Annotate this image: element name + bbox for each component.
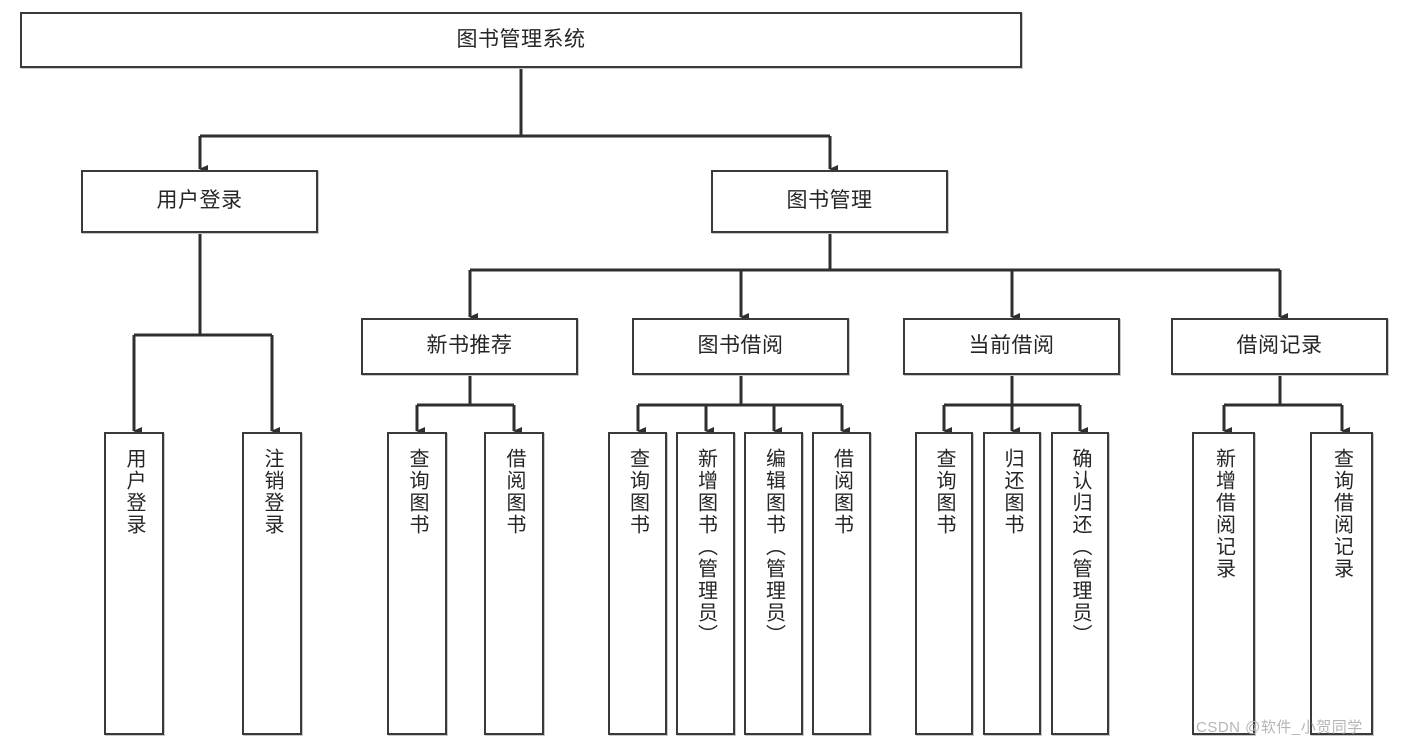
node-label-leaf-user-logout: 注销登录 xyxy=(261,448,283,536)
node-leaf-return-book[interactable]: 归还图书 xyxy=(983,432,1041,735)
node-label-borrow-record: 借阅记录 xyxy=(1236,334,1323,358)
node-current-borrow[interactable]: 当前借阅 xyxy=(903,318,1120,375)
node-label-leaf-add-book: 新增图书（管理员） xyxy=(694,448,717,646)
node-label-leaf-query-book-3: 查询图书 xyxy=(933,448,955,536)
node-label-leaf-borrow-book-1: 借阅图书 xyxy=(503,448,525,536)
node-leaf-query-book-2[interactable]: 查询图书 xyxy=(608,432,667,735)
node-leaf-query-record[interactable]: 查询借阅记录 xyxy=(1310,432,1373,735)
csdn-watermark: CSDN @软件_小贺同学 xyxy=(1196,719,1363,736)
node-leaf-borrow-book-1[interactable]: 借阅图书 xyxy=(484,432,544,735)
node-leaf-query-book-3[interactable]: 查询图书 xyxy=(915,432,973,735)
node-label-leaf-borrow-book-2: 借阅图书 xyxy=(830,448,853,536)
node-user-login[interactable]: 用户登录 xyxy=(81,170,318,233)
node-borrow-record[interactable]: 借阅记录 xyxy=(1171,318,1388,375)
node-label-new-book-rec: 新书推荐 xyxy=(426,334,513,358)
node-root[interactable]: 图书管理系统 xyxy=(20,12,1022,68)
node-leaf-edit-book[interactable]: 编辑图书（管理员） xyxy=(744,432,803,735)
node-leaf-confirm-return[interactable]: 确认归还（管理员） xyxy=(1051,432,1109,735)
node-label-user-login: 用户登录 xyxy=(156,189,243,213)
node-label-leaf-add-record: 新增借阅记录 xyxy=(1212,448,1235,580)
node-label-book-borrow: 图书借阅 xyxy=(697,334,784,358)
node-leaf-user-login[interactable]: 用户登录 xyxy=(104,432,164,735)
node-label-leaf-edit-book: 编辑图书（管理员） xyxy=(762,448,785,646)
node-leaf-add-record[interactable]: 新增借阅记录 xyxy=(1192,432,1255,735)
node-label-book-manage: 图书管理 xyxy=(786,189,873,213)
node-leaf-borrow-book-2[interactable]: 借阅图书 xyxy=(812,432,871,735)
node-label-leaf-query-record: 查询借阅记录 xyxy=(1330,448,1353,580)
connector-paths xyxy=(132,68,1350,435)
node-leaf-user-logout[interactable]: 注销登录 xyxy=(242,432,302,735)
node-label-leaf-return-book: 归还图书 xyxy=(1001,448,1023,536)
node-label-current-borrow: 当前借阅 xyxy=(968,334,1055,358)
node-book-borrow[interactable]: 图书借阅 xyxy=(632,318,849,375)
node-leaf-query-book-1[interactable]: 查询图书 xyxy=(387,432,447,735)
node-leaf-add-book[interactable]: 新增图书（管理员） xyxy=(676,432,735,735)
node-label-leaf-query-book-2: 查询图书 xyxy=(626,448,649,536)
node-label-root: 图书管理系统 xyxy=(456,27,586,51)
node-label-leaf-query-book-1: 查询图书 xyxy=(406,448,428,536)
node-book-manage[interactable]: 图书管理 xyxy=(711,170,948,233)
node-new-book-rec[interactable]: 新书推荐 xyxy=(361,318,578,375)
node-label-leaf-confirm-return: 确认归还（管理员） xyxy=(1069,448,1091,646)
node-label-leaf-user-login: 用户登录 xyxy=(123,448,145,536)
